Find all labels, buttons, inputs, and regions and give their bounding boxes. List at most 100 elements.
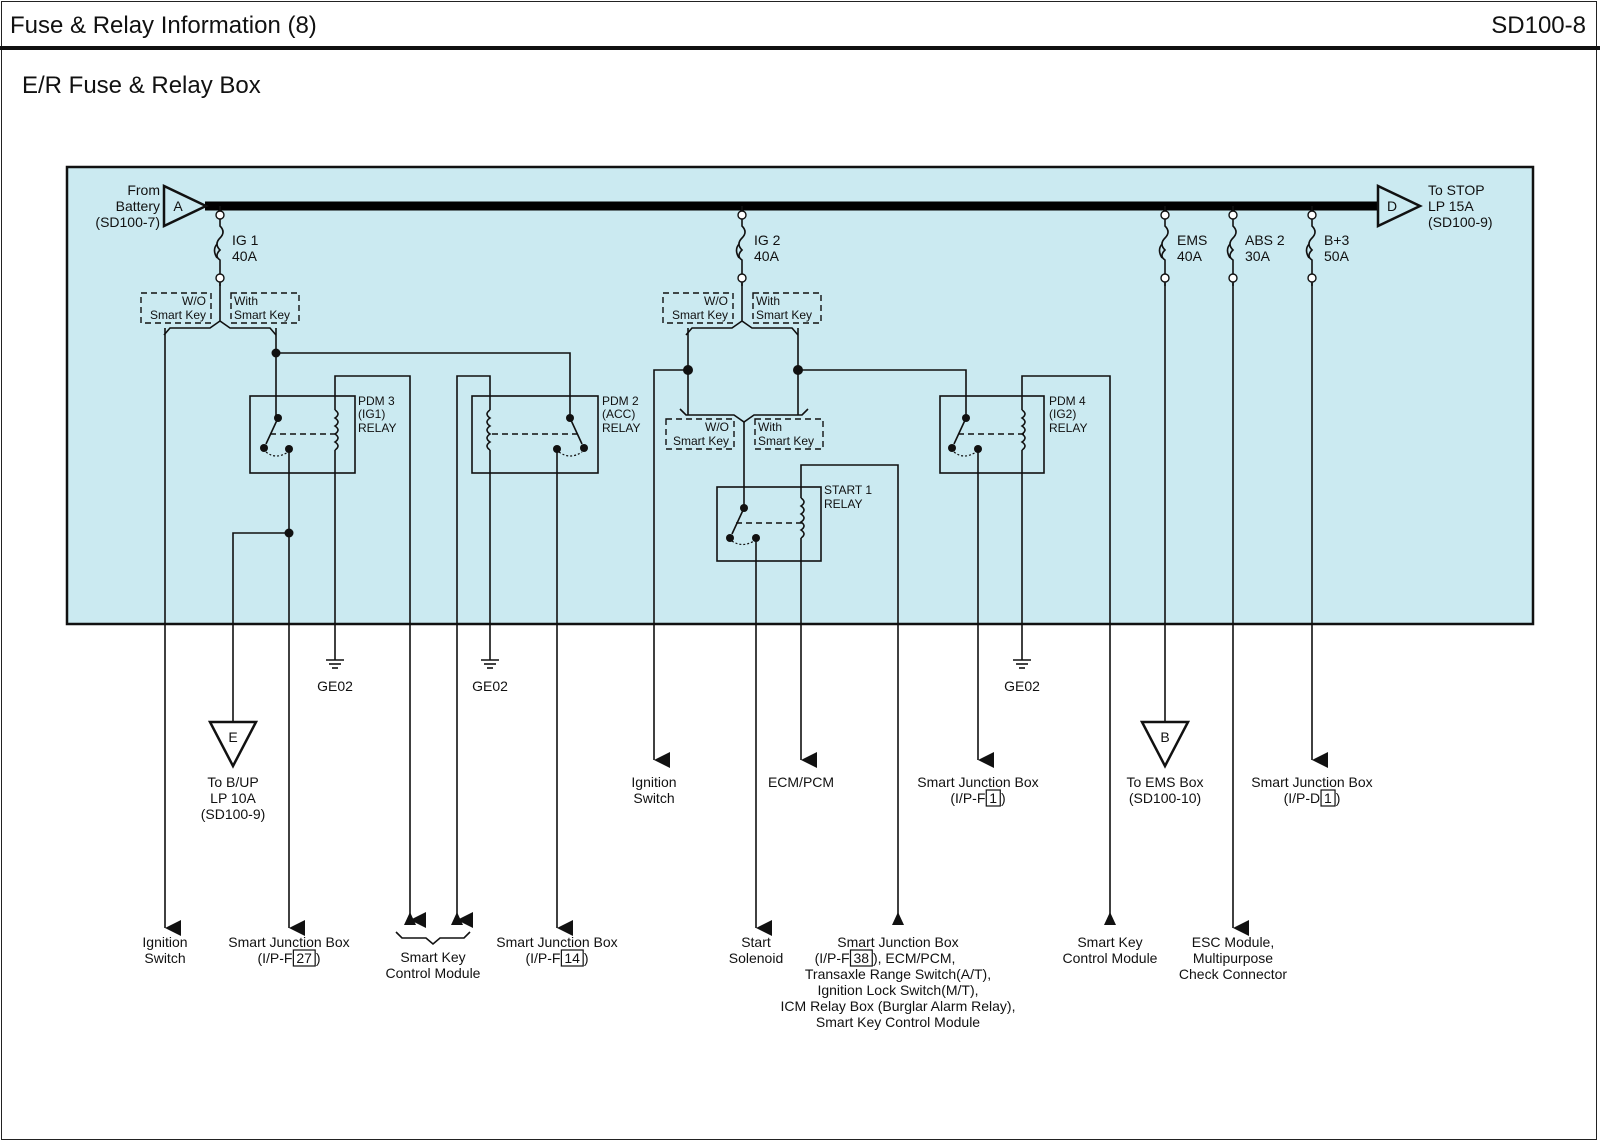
- relay-label: PDM 2: [602, 394, 639, 408]
- option-label: W/O: [704, 294, 728, 308]
- ground-symbol: GE02: [1004, 659, 1040, 694]
- wo-smart-key-box: [140, 292, 212, 324]
- label-skcm: Control Module: [386, 965, 481, 981]
- ig1-option-split: W/O Smart Key With Smart Key: [140, 283, 300, 336]
- label-sjb-ipf14: Smart Junction Box: [496, 934, 617, 950]
- label-sjb-ipf38: Smart Junction Box: [837, 934, 958, 950]
- connector-a-label: Battery: [116, 198, 160, 214]
- fuse-rating: 40A: [754, 248, 780, 264]
- option-label: Smart Key: [150, 308, 206, 322]
- label-start-solenoid: Start: [741, 934, 771, 950]
- fuse-rating: 30A: [1245, 248, 1271, 264]
- label-ignition-switch: Ignition: [631, 774, 676, 790]
- fuse-name: IG 2: [754, 232, 781, 248]
- connector-pin-text: (I/P-F 1 ): [950, 790, 1005, 806]
- option-label: Smart Key: [672, 308, 728, 322]
- label-sjb-ipf1-pin: (I/P-F 1 ): [950, 789, 1006, 807]
- label-sjb-ipf27: Smart Junction Box: [228, 934, 349, 950]
- label-sjb-ipf14-pin: (I/P-F 14 ): [525, 949, 589, 967]
- fuse-rating: 50A: [1324, 248, 1350, 264]
- pin-number: 38: [853, 950, 869, 966]
- relay-label: PDM 4: [1049, 394, 1086, 408]
- label-ecm-pcm: ECM/PCM: [768, 774, 834, 790]
- label-esc-module: ESC Module,: [1192, 934, 1274, 950]
- ig2-option-split-top: W/O Smart Key With Smart Key: [662, 283, 822, 336]
- label-sjb38-extra: Smart Key Control Module: [816, 1014, 980, 1030]
- ground-label: GE02: [472, 678, 508, 694]
- label-sjb-ipd1: Smart Junction Box: [1251, 774, 1372, 790]
- pin-box: [1320, 789, 1336, 807]
- arrow-up: [1104, 912, 1116, 925]
- connector-pin-text: (I/P-F 27 ): [257, 950, 320, 966]
- label-skcm-right: Control Module: [1063, 950, 1158, 966]
- option-label: With: [758, 420, 782, 434]
- option-label: Smart Key: [758, 434, 814, 448]
- label-skcm: Smart Key: [400, 949, 465, 965]
- pin-number: 27: [296, 950, 312, 966]
- brace: [395, 931, 471, 946]
- arrow-up: [892, 912, 904, 925]
- connector-d-label: (SD100-9): [1428, 214, 1493, 230]
- page-title: Fuse & Relay Information (8): [10, 12, 317, 39]
- relay-pdm4: PDM 4 (IG2) RELAY: [939, 394, 1087, 474]
- wire-ig2-pdm4: [798, 369, 967, 418]
- wire-start-coil-sjb38: [800, 464, 899, 922]
- fuse-name: B+3: [1324, 232, 1350, 248]
- arrow-up: [404, 912, 416, 925]
- relay-start1: START 1 RELAY: [716, 483, 872, 562]
- option-label: Smart Key: [756, 308, 812, 322]
- connector-a-letter: A: [173, 198, 183, 214]
- relay-label: RELAY: [824, 497, 862, 511]
- label-sjb38-extra: ICM Relay Box (Burglar Alarm Relay),: [781, 998, 1016, 1014]
- label-esc-module: Check Connector: [1179, 966, 1288, 982]
- relay-label: START 1: [824, 483, 872, 497]
- connector-b-letter: B: [1160, 729, 1169, 745]
- label-skcm-right: Smart Key: [1077, 934, 1142, 950]
- section-title: E/R Fuse & Relay Box: [22, 72, 261, 99]
- label-esc-module: Multipurpose: [1193, 950, 1273, 966]
- fuse-name: ABS 2: [1245, 232, 1285, 248]
- option-label: Smart Key: [234, 308, 290, 322]
- connector-d-label: LP 15A: [1428, 198, 1474, 214]
- pin-number: 1: [989, 790, 997, 806]
- option-label: With: [756, 294, 780, 308]
- pin-number: 14: [564, 950, 580, 966]
- label-ignition-switch-bottom: Switch: [144, 950, 185, 966]
- label-sjb38-extra: Transaxle Range Switch(A/T),: [805, 966, 991, 982]
- label-sjb-ipf27-pin: (I/P-F 27 ): [257, 949, 321, 967]
- with-smart-key-box: [230, 292, 300, 324]
- connector-pin-text: (I/P-F 38 ), ECM/PCM,: [815, 950, 956, 966]
- connector-pin-text: (I/P-D 1 ): [1284, 790, 1341, 806]
- relay-label: (IG2): [1049, 407, 1076, 421]
- connector-e-label: (SD100-9): [201, 806, 266, 822]
- option-label: With: [234, 294, 258, 308]
- fuse-rating: 40A: [232, 248, 258, 264]
- fuse-name: IG 1: [232, 232, 259, 248]
- option-label: W/O: [182, 294, 206, 308]
- wire-pdm3-coil-skcm: [334, 375, 426, 928]
- ground-label: GE02: [317, 678, 353, 694]
- connector-a-label: (SD100-7): [95, 214, 160, 230]
- relay-pdm3: PDM 3 (IG1) RELAY: [249, 394, 396, 474]
- ig2-option-split-bottom: W/O Smart Key With Smart Key: [665, 408, 824, 450]
- page-header: Fuse & Relay Information (8) SD100-8: [0, 0, 1600, 50]
- label-sjb-ipf38-pin: (I/P-F 38 ), ECM/PCM,: [815, 949, 956, 967]
- pin-box: [292, 949, 316, 967]
- pin-box: [560, 949, 584, 967]
- connector-pin-text: (I/P-F 14 ): [525, 950, 588, 966]
- label-sjb38-extra: Ignition Lock Switch(M/T),: [817, 982, 978, 998]
- wire-to-bup: [232, 532, 289, 722]
- connector-e-label: To B/UP: [207, 774, 258, 790]
- relay-label: (ACC): [602, 407, 635, 421]
- label-ignition-switch-bottom: Ignition: [142, 934, 187, 950]
- wire-ig2-ignition-switch: [653, 369, 688, 768]
- connector-d-label: To STOP: [1428, 182, 1485, 198]
- wire-pdm4-coil-skcm: [1021, 375, 1111, 922]
- label-sjb-ipf1: Smart Junction Box: [917, 774, 1038, 790]
- connector-a: A From Battery (SD100-7): [95, 182, 209, 230]
